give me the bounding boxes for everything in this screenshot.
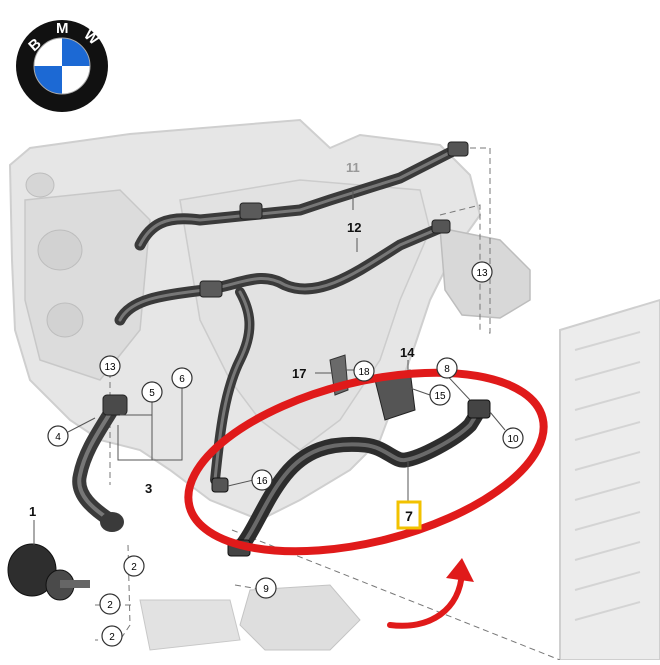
- callout-5: 5: [141, 381, 163, 403]
- radiator-fins: [574, 331, 641, 621]
- callout-8: 8: [436, 357, 458, 379]
- bmw-logo: B M W: [16, 20, 108, 112]
- part-1-assembly: [7, 543, 90, 601]
- callout-17: 17: [292, 366, 306, 381]
- callout-4: 4: [47, 425, 69, 447]
- ref-line-13-right: [439, 204, 481, 333]
- radiator-core: [559, 298, 660, 661]
- leader-15: [409, 387, 431, 396]
- ref-line-13-upper: [470, 147, 491, 334]
- svg-text:5: 5: [149, 388, 155, 399]
- svg-text:8: 8: [444, 364, 450, 375]
- logo-inner-border: [33, 37, 91, 95]
- leader-6: [117, 388, 183, 461]
- highlight-arrow-shaft: [387, 569, 465, 629]
- hose-16-clamp: [211, 477, 229, 493]
- hose-11-connector: [239, 202, 263, 220]
- hose-12-highlight: [118, 226, 442, 322]
- part-1-bolt: [60, 580, 90, 588]
- water-pump: [239, 584, 361, 651]
- callout-2-c: 2: [101, 625, 123, 647]
- callout-6: 6: [171, 367, 193, 389]
- callout-14: 14: [400, 345, 415, 360]
- svg-text:4: 4: [55, 432, 61, 443]
- hose-11-highlight: [138, 148, 457, 247]
- callout-18: 18: [353, 360, 375, 382]
- hose-12-clamp: [431, 219, 451, 234]
- callout-16: 16: [251, 469, 273, 491]
- engine-pulley-2: [46, 302, 84, 338]
- svg-text:13: 13: [104, 362, 116, 373]
- svg-text:15: 15: [434, 391, 446, 402]
- hose-7-group: [211, 399, 491, 557]
- ref-line-diagonal: [231, 529, 561, 661]
- hose-7-clamp-upper: [467, 399, 491, 419]
- logo-quadrant-blue-1: [62, 38, 90, 66]
- engine-pulley-3: [25, 172, 55, 198]
- engine-pulley-1: [37, 229, 83, 271]
- fitting-5: [102, 394, 128, 416]
- circled-callouts: 13 13 5 6 4 18 8 15: [47, 261, 524, 647]
- hose-11-clamp: [447, 141, 469, 157]
- part-1-body: [7, 543, 57, 597]
- logo-letter-m: M: [56, 20, 69, 37]
- svg-text:16: 16: [256, 476, 268, 487]
- svg-text:6: 6: [179, 374, 185, 385]
- callout-15: 15: [429, 384, 451, 406]
- svg-text:2: 2: [109, 632, 115, 643]
- callout-10: 10: [502, 427, 524, 449]
- leader-10: [489, 411, 506, 431]
- callout-13-left: 13: [99, 355, 121, 377]
- radiator: [559, 298, 660, 661]
- hose-4-highlight: [77, 403, 117, 522]
- leader-4: [67, 417, 96, 433]
- svg-text:2: 2: [131, 562, 137, 573]
- engine-side: [179, 179, 431, 451]
- callout-11: 11: [346, 160, 360, 175]
- hose-4-end: [100, 512, 124, 532]
- svg-text:13: 13: [476, 268, 488, 279]
- callout-2-b: 2: [99, 593, 121, 615]
- svg-text:10: 10: [507, 434, 519, 445]
- hose-7-highlight: [238, 410, 480, 550]
- hose-12-connector: [199, 280, 223, 298]
- callout-9: 9: [255, 577, 277, 599]
- callout-1: 1: [29, 504, 36, 519]
- callout-13-right: 13: [471, 261, 493, 283]
- callout-7-highlight: 7: [396, 500, 422, 530]
- highlight-box: [396, 500, 422, 530]
- highlight-ellipse: [184, 368, 548, 556]
- callout-3: 3: [145, 481, 152, 496]
- highlight-arrow-head: [446, 558, 474, 582]
- logo-quadrant-blue-2: [34, 66, 62, 94]
- svg-text:9: 9: [263, 584, 269, 595]
- callout-2-a: 2: [123, 555, 145, 577]
- callout-7: 7: [405, 508, 413, 524]
- callout-12: 12: [347, 220, 361, 235]
- callout-labels: 11 12 14 17 3 1: [29, 160, 415, 519]
- lower-bracket: [139, 599, 241, 651]
- engine-block: [8, 118, 531, 651]
- svg-text:2: 2: [107, 600, 113, 611]
- svg-text:18: 18: [358, 367, 370, 378]
- lower-left-hoses: [72, 394, 128, 532]
